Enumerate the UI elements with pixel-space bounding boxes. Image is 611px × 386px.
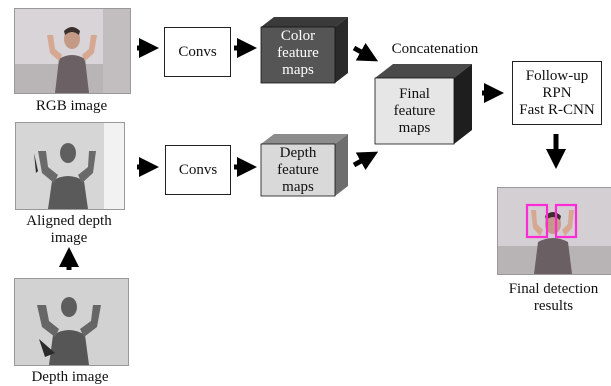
followup-box: Follow-up RPN Fast R-CNN xyxy=(512,61,602,125)
followup-line-1: Follow-up xyxy=(525,67,589,84)
aligned-depth-label-line2: image xyxy=(50,230,88,246)
final-feature-maps-label-2: feature xyxy=(393,103,436,119)
depth-image xyxy=(14,278,129,366)
concatenation-label: Concatenation xyxy=(391,41,479,57)
depth-picture xyxy=(15,279,128,365)
arrows xyxy=(59,38,566,270)
followup-line-3: Fast R-CNN xyxy=(519,101,595,118)
depth-image-label: Depth image xyxy=(31,369,109,385)
followup-line-2: RPN xyxy=(542,84,572,101)
aligned-depth-picture xyxy=(16,123,124,209)
color-feature-maps-cube xyxy=(260,17,348,84)
rgb-image xyxy=(14,8,131,94)
detection-box-right xyxy=(554,203,578,239)
final-detection-label-line1: Final detection xyxy=(508,281,599,297)
arrow-color-to-final xyxy=(352,42,379,62)
final-detection-label-line2: results xyxy=(533,298,574,314)
detection-box-left xyxy=(525,203,549,239)
convs-box-depth: Convs xyxy=(165,145,231,195)
color-feature-maps-label-3: maps xyxy=(282,62,314,78)
arrow-depth-to-final xyxy=(352,151,379,171)
color-feature-maps-label-1: Color xyxy=(280,28,316,44)
result-person-picture xyxy=(498,188,611,274)
depth-feature-maps-label-3: maps xyxy=(282,179,314,195)
final-detection-image xyxy=(497,187,611,275)
final-feature-maps-label-1: Final xyxy=(399,86,430,102)
color-feature-maps-label-2: feature xyxy=(277,45,319,61)
rgb-image-label: RGB image xyxy=(35,98,108,114)
depth-feature-maps-label-1: Depth xyxy=(279,145,317,161)
aligned-depth-label-line1: Aligned depth xyxy=(26,213,112,229)
final-feature-maps-cube xyxy=(374,64,472,145)
rgb-person-picture xyxy=(15,9,130,93)
aligned-depth-image xyxy=(15,122,125,210)
depth-feature-maps-cube xyxy=(260,134,348,197)
final-feature-maps-label-3: maps xyxy=(398,120,431,136)
convs-box-rgb: Convs xyxy=(164,27,231,77)
depth-feature-maps-label-2: feature xyxy=(277,162,319,178)
